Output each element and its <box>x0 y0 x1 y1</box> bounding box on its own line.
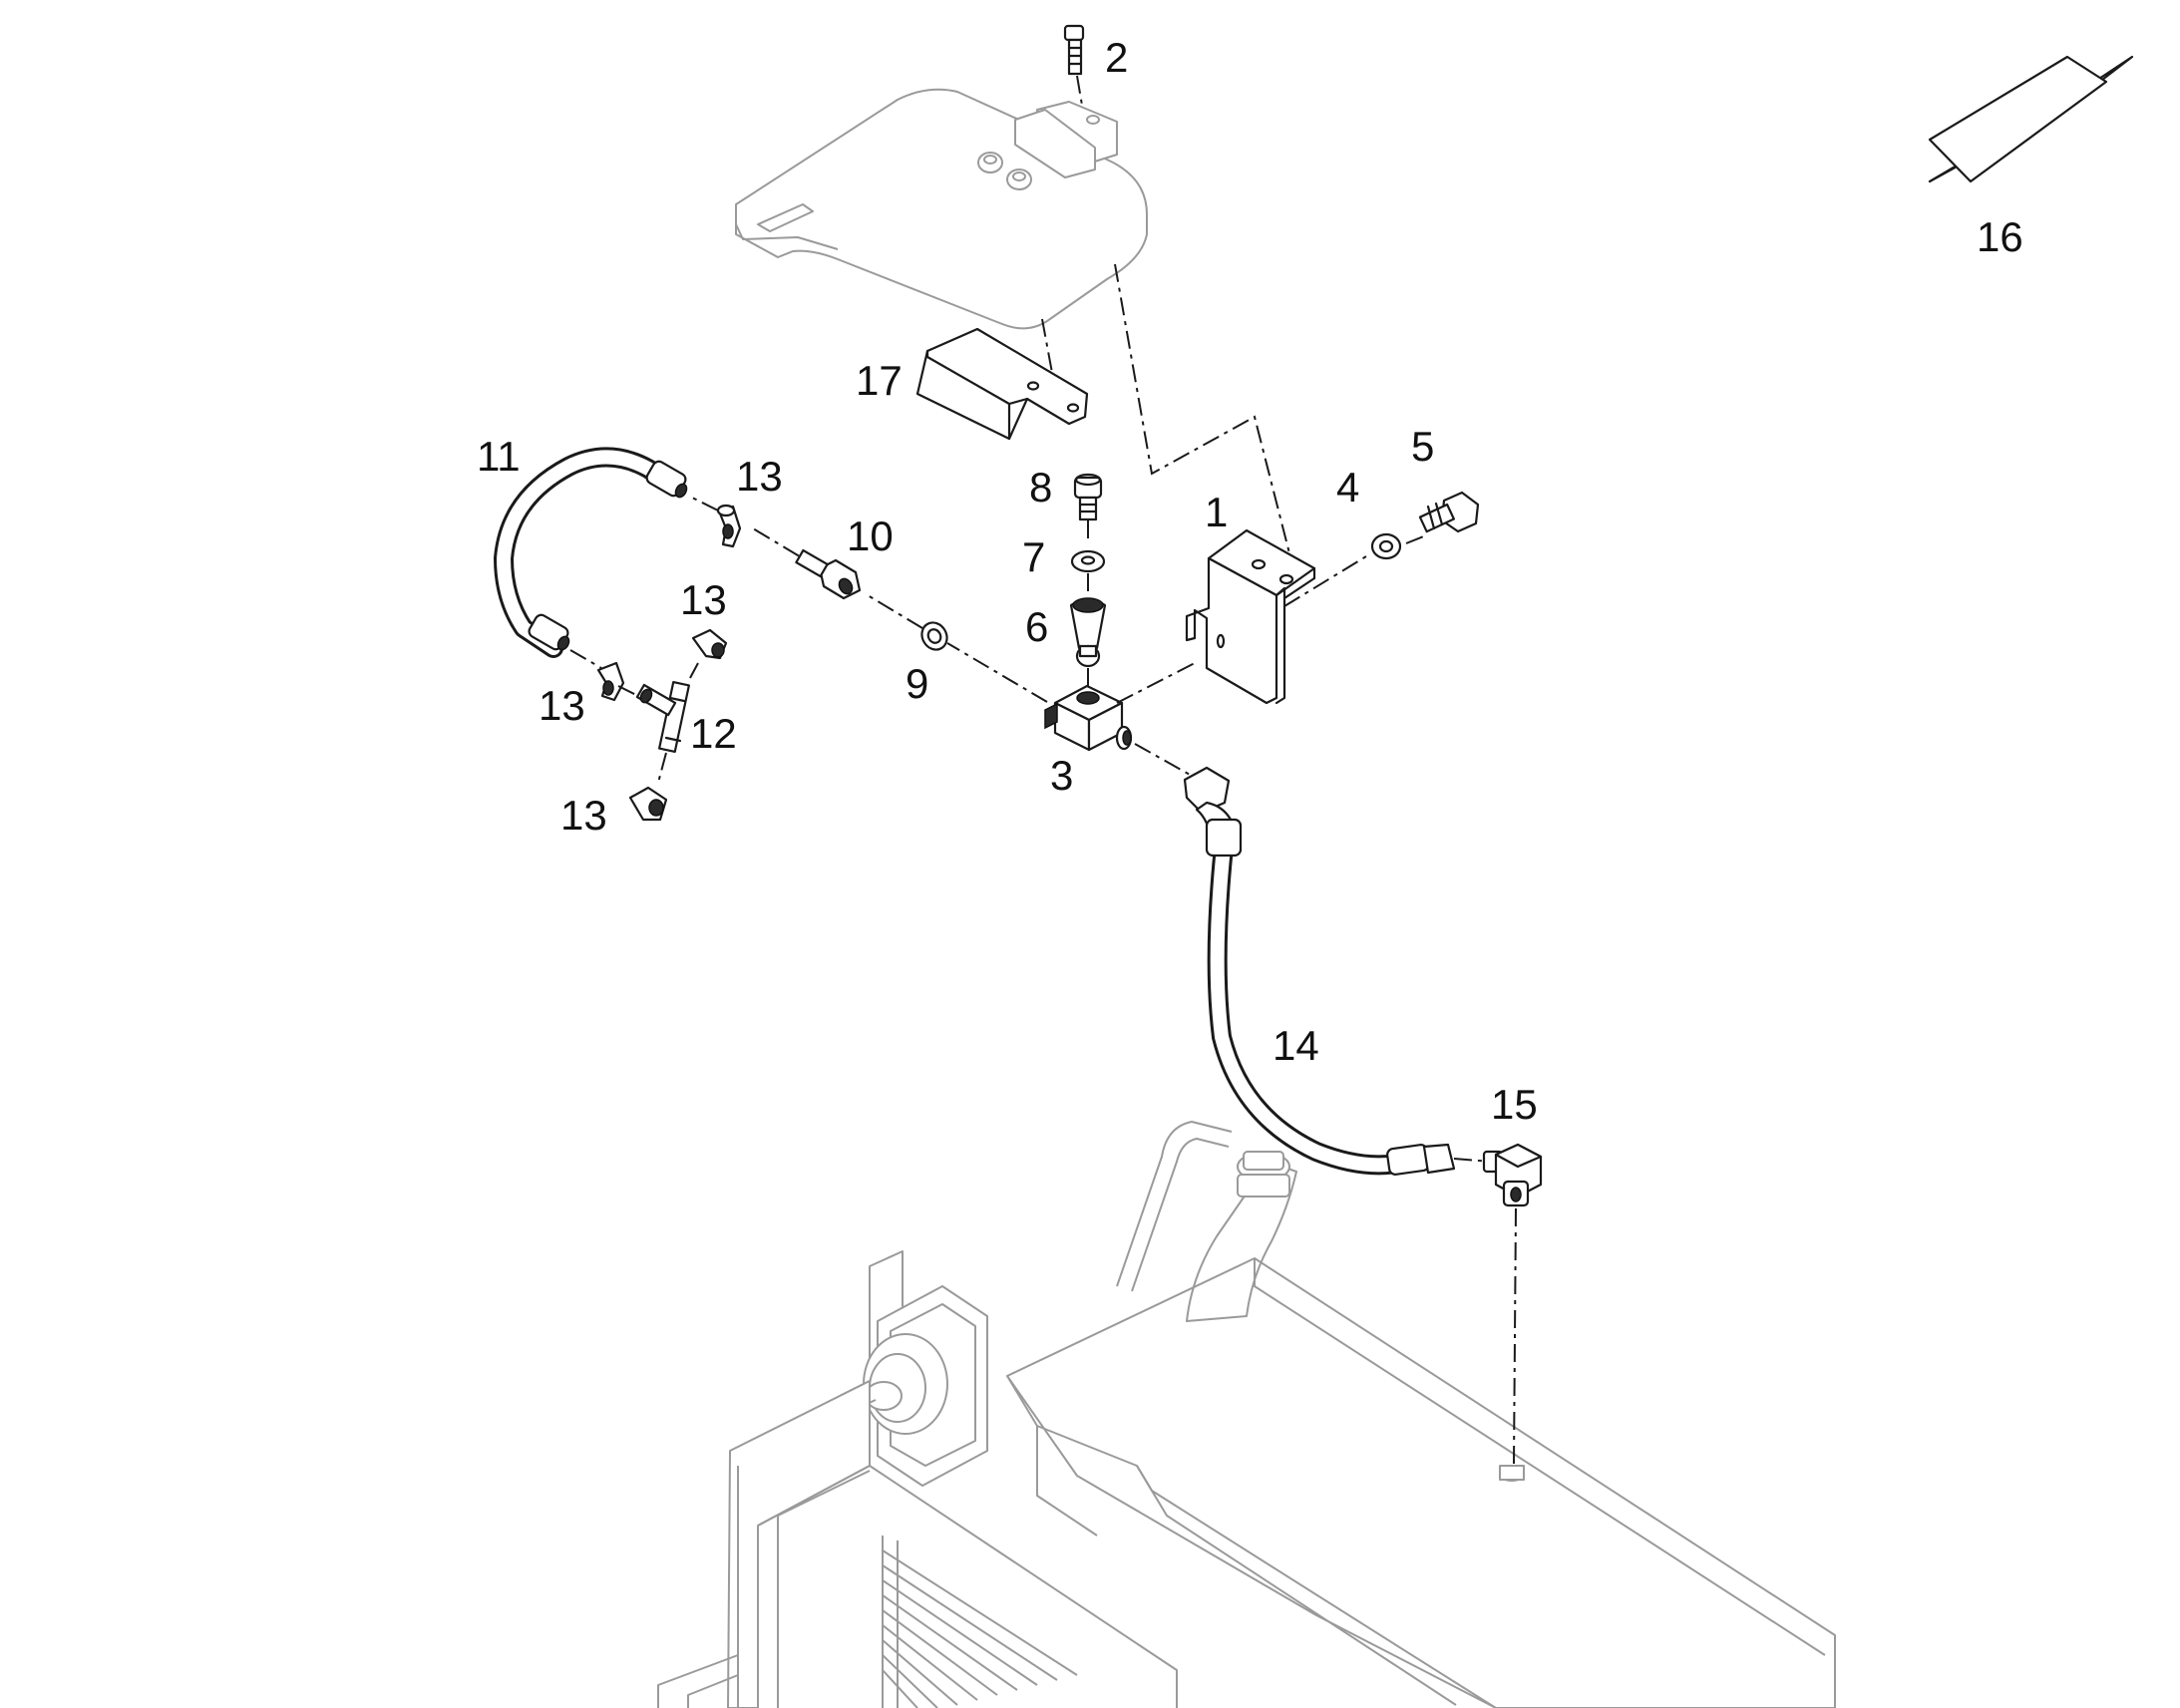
callout-3: 3 <box>1050 752 1073 799</box>
part-7-washer <box>1070 549 1106 573</box>
part-15-fitting <box>1482 1143 1543 1207</box>
callout-7: 7 <box>1022 533 1045 580</box>
callout-16: 16 <box>1977 213 2023 260</box>
callout-13-lower: 13 <box>560 792 607 839</box>
part-1-l-bracket <box>1185 528 1316 705</box>
callout-10: 10 <box>847 512 894 559</box>
callout-9: 9 <box>906 660 928 707</box>
part-16-label-sheet <box>1928 55 2134 183</box>
part-13-elbow-mid <box>691 628 728 660</box>
part-13-elbow-upper <box>716 504 742 548</box>
part-3-block <box>1044 684 1133 752</box>
callout-15: 15 <box>1491 1081 1538 1128</box>
mounting-plate <box>735 88 1290 554</box>
part-17-bracket <box>915 327 1089 441</box>
part-13-elbow-left <box>596 661 625 702</box>
part-12-tee <box>635 680 690 754</box>
callout-11: 11 <box>477 433 521 480</box>
callout-8: 8 <box>1029 464 1052 511</box>
callout-13-upper: 13 <box>736 453 783 500</box>
radiator-tank-assembly <box>657 1121 1836 1708</box>
callout-5: 5 <box>1411 423 1434 470</box>
part-4-washer <box>1370 532 1402 560</box>
callout-14: 14 <box>1272 1022 1319 1069</box>
part-10-adapter <box>795 548 862 600</box>
part-8-bolt <box>1073 473 1103 521</box>
part-13-elbow-lower <box>628 786 668 822</box>
callout-4: 4 <box>1336 464 1359 511</box>
part-11-hose <box>494 447 688 658</box>
part-14-hose <box>1183 766 1456 1176</box>
part-5-bolt <box>1418 491 1480 533</box>
radiator-fins <box>882 1536 1078 1708</box>
part-9-o-ring <box>920 621 948 651</box>
callout-2: 2 <box>1105 34 1128 81</box>
callout-13-left: 13 <box>539 682 585 729</box>
callout-1: 1 <box>1205 489 1228 535</box>
callout-labels: 1 2 3 4 5 6 7 8 9 10 11 12 13 13 13 13 1… <box>477 34 2023 1128</box>
callout-13-mid: 13 <box>680 576 727 623</box>
part-6-fitting <box>1069 597 1107 668</box>
callout-12: 12 <box>690 710 737 757</box>
callout-17: 17 <box>856 357 903 404</box>
callout-6: 6 <box>1025 603 1048 650</box>
